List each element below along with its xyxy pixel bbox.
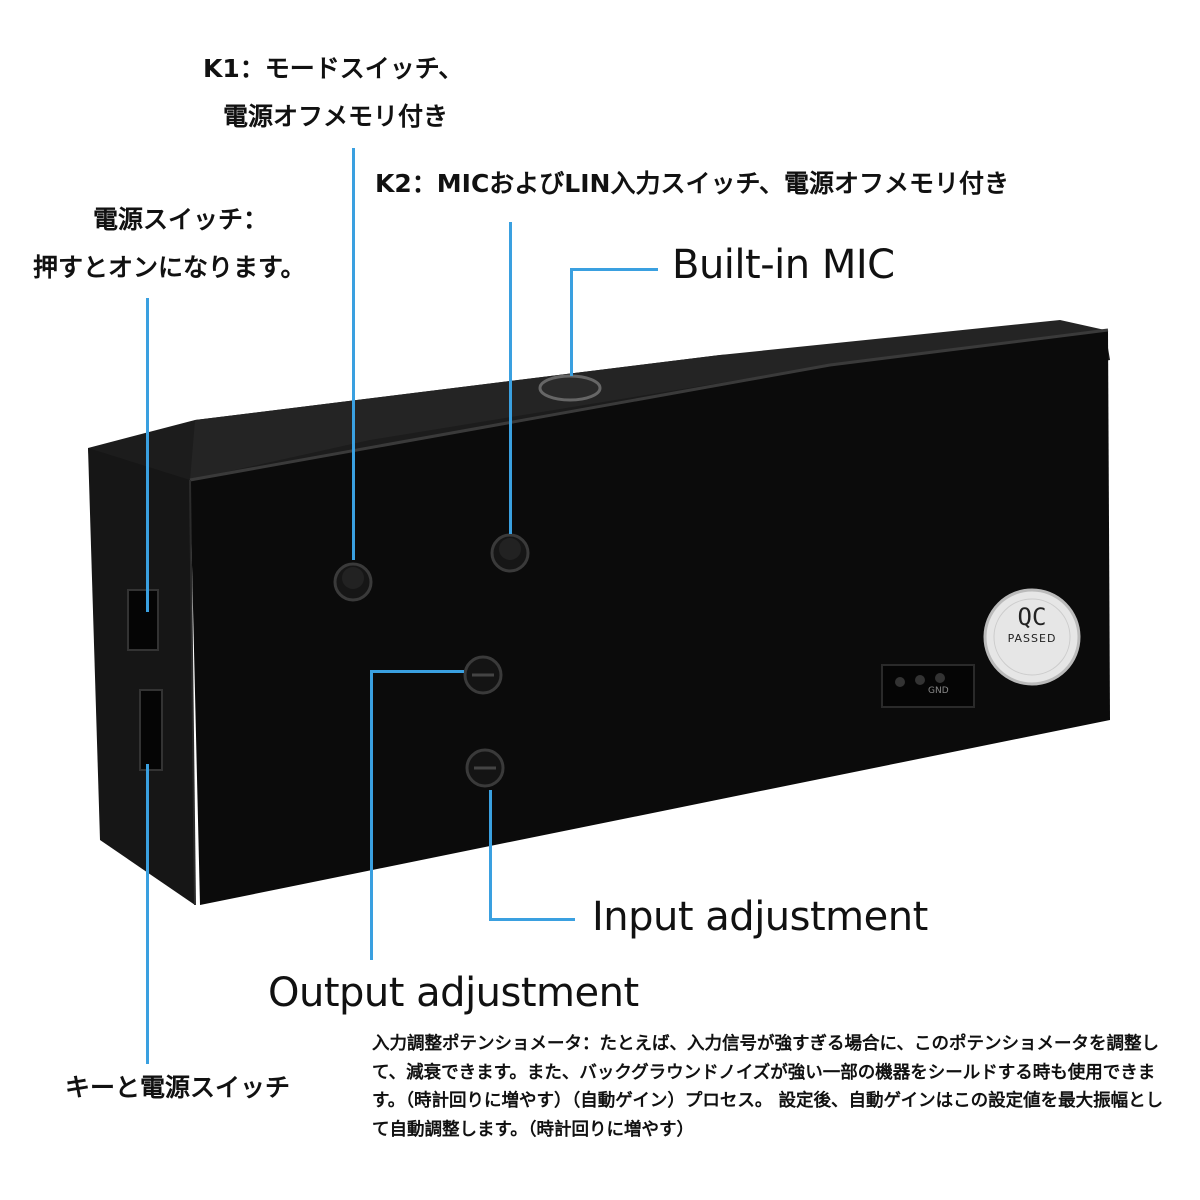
qc-sticker-text: QC PASSED (985, 604, 1079, 648)
output-leader-line-h (370, 670, 464, 673)
key-power-label: キーと電源スイッチ (65, 1073, 291, 1102)
output-adjustment-label: Output adjustment (268, 970, 639, 1016)
k1-label-line1: K1：モードスイッチ、 (203, 54, 464, 83)
power-leader-line (146, 298, 149, 612)
builtin-mic-label: Built-in MIC (672, 242, 895, 288)
k1-label-line2: 電源オフメモリ付き (223, 102, 449, 131)
k2-leader-line (509, 222, 512, 534)
passed-mark: PASSED (1007, 632, 1057, 645)
mic-hole-icon (538, 374, 602, 402)
power-label-line1: 電源スイッチ： (93, 205, 269, 234)
input-leader-line-v (489, 790, 492, 920)
input-adjustment-label: Input adjustment (592, 894, 928, 940)
key-power-leader-line (146, 764, 149, 1064)
gnd-pin-label: GND (928, 686, 949, 696)
output-leader-line-v (370, 670, 373, 960)
input-potentiometer-description: 入力調整ポテンショメータ：たとえば、入力信号が強すぎる場合に、このポテンショメー… (372, 1034, 1164, 1140)
mic-leader-line-v (570, 268, 573, 376)
k2-label: K2：MICおよびLIN入力スイッチ、電源オフメモリ付き (375, 169, 1009, 198)
qc-mark: QC (1017, 603, 1047, 631)
input-leader-line-h (489, 918, 575, 921)
k1-leader-line (352, 148, 355, 560)
mic-leader-line-h (570, 268, 658, 271)
power-label-line2: 押すとオンになります。 (33, 253, 306, 282)
